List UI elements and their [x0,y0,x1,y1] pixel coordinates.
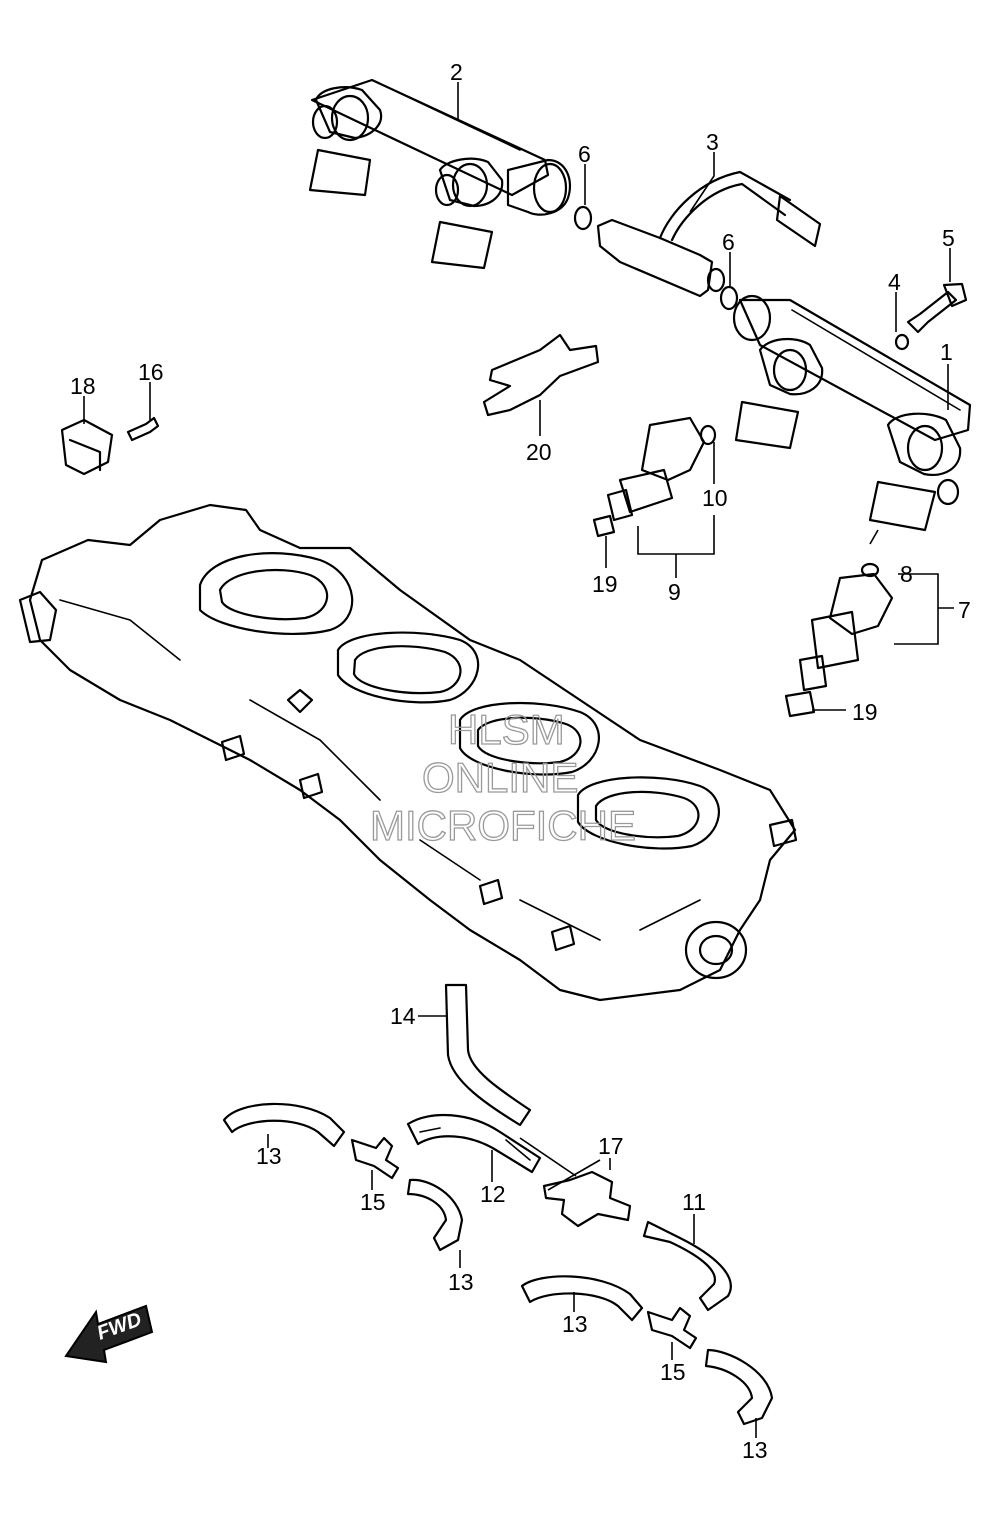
washer-4[interactable] [894,333,910,351]
callout-19b[interactable]: 19 [852,699,878,725]
callout-2[interactable]: 2 [450,59,463,85]
callout-14[interactable]: 14 [390,1003,416,1029]
callout-6a[interactable]: 6 [578,141,591,167]
fuel-rail-right[interactable] [732,294,972,532]
callout-16[interactable]: 16 [138,359,164,385]
callout-5[interactable]: 5 [942,225,955,251]
seal-19a[interactable] [592,514,616,538]
callout-15a[interactable]: 15 [360,1189,386,1215]
o-ring-6b[interactable] [719,285,739,311]
vacuum-hose-14[interactable] [444,983,532,1127]
o-ring-6a[interactable] [573,205,593,231]
hose-11[interactable] [642,1220,732,1312]
sensor-18[interactable] [60,418,114,476]
callout-17[interactable]: 17 [598,1133,624,1159]
callout-10[interactable]: 10 [702,485,728,511]
tee-15a[interactable] [350,1136,400,1180]
callout-13a[interactable]: 13 [256,1143,282,1169]
hose-13b[interactable] [406,1178,464,1252]
callout-19a[interactable]: 19 [592,571,618,597]
callout-8[interactable]: 8 [900,561,913,587]
hose-13d[interactable] [704,1348,774,1426]
callouts: 1 2 3 4 5 6 6 7 8 9 10 11 12 13 13 13 13… [70,59,971,1463]
screw-16[interactable] [126,416,160,442]
o-ring-8[interactable] [860,562,880,578]
fuel-feed-pipe[interactable] [596,170,822,298]
fuel-injector-7[interactable] [798,572,894,692]
callout-7[interactable]: 7 [958,597,971,623]
hose-13c[interactable] [520,1275,644,1322]
fuel-injector-9[interactable] [606,416,706,522]
callout-4[interactable]: 4 [888,269,901,295]
watermark: HLSM ONLINE MICROFICHE [369,705,636,849]
seal-19b[interactable] [784,690,816,718]
callout-12[interactable]: 12 [480,1181,506,1207]
hose-12[interactable] [406,1113,542,1174]
callout-20[interactable]: 20 [526,439,552,465]
forward-direction-arrow: FWD [64,1304,154,1364]
o-ring-10[interactable] [699,424,717,446]
watermark-line-1: HLSM [448,706,565,753]
watermark-line-3: MICROFICHE [370,802,636,849]
callout-6b[interactable]: 6 [722,229,735,255]
leader-lines [83,82,954,1438]
callout-1[interactable]: 1 [940,339,953,365]
callout-9[interactable]: 9 [668,579,681,605]
hose-13a[interactable] [222,1102,346,1148]
tee-17[interactable] [542,1170,632,1228]
hose-clamp-20[interactable] [482,333,600,417]
callout-3[interactable]: 3 [706,129,719,155]
throttle-body-assembly[interactable] [18,503,798,1002]
callout-18[interactable]: 18 [70,373,96,399]
tee-15b[interactable] [646,1306,698,1350]
callout-13d[interactable]: 13 [742,1437,768,1463]
callout-13b[interactable]: 13 [448,1269,474,1295]
bolt-5[interactable] [906,282,968,334]
callout-13c[interactable]: 13 [562,1311,588,1337]
fuel-rail-left[interactable] [308,78,572,270]
callout-15b[interactable]: 15 [660,1359,686,1385]
callout-11[interactable]: 11 [682,1189,706,1215]
watermark-line-2: ONLINE [422,754,578,801]
